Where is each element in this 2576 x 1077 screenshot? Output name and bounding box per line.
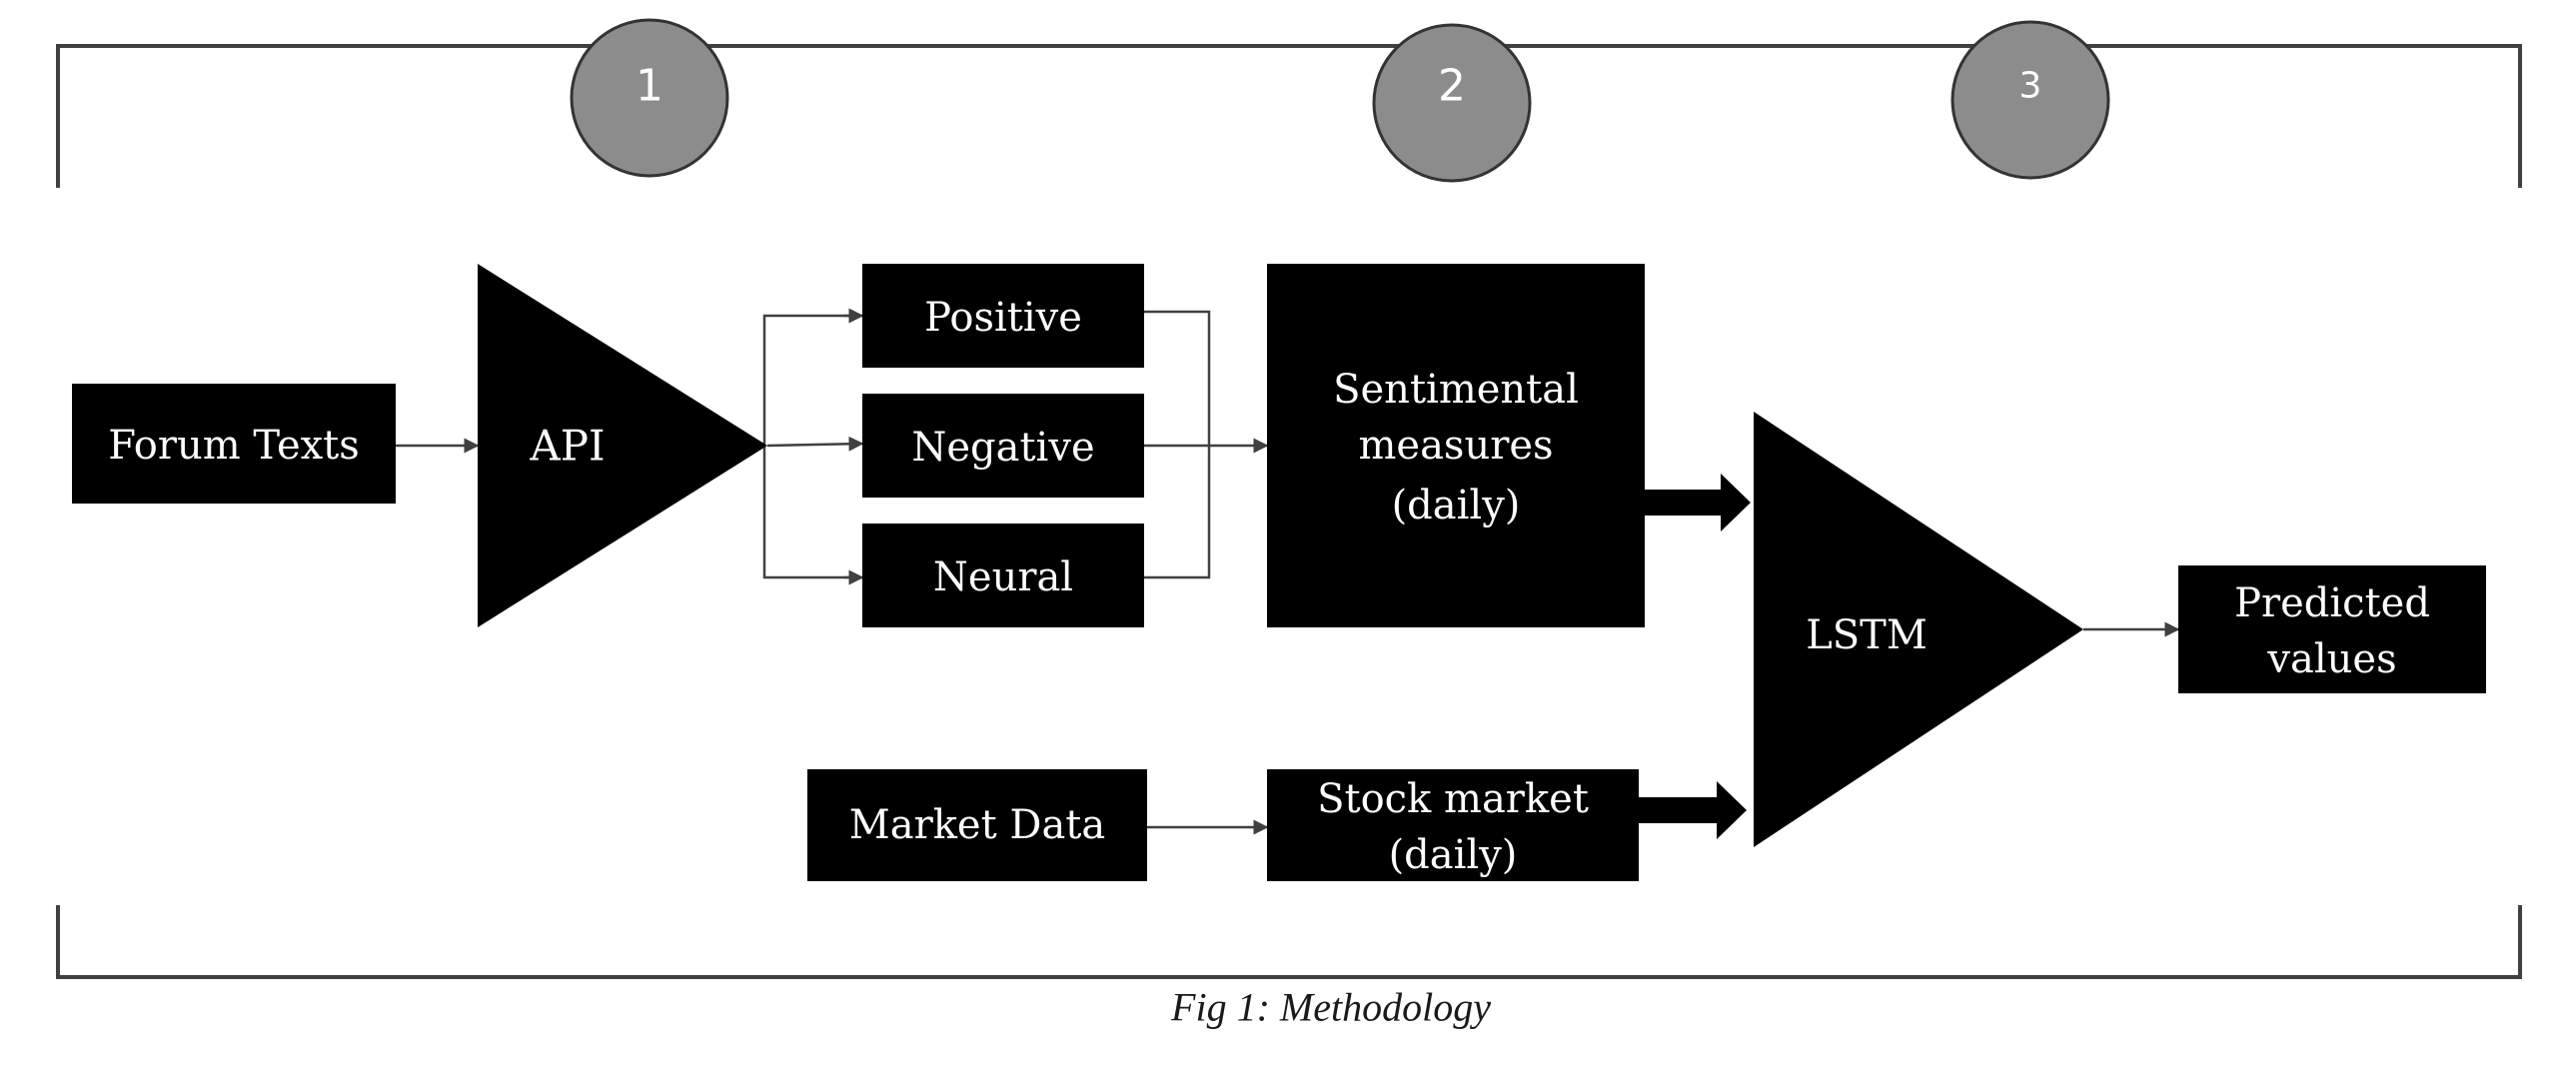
node-box [1267,264,1645,627]
node-label-line-2: measures [1358,423,1553,469]
step-label: 1 [636,61,663,112]
node-stock-market: Stock market (daily) [1267,769,1639,881]
node-box [72,384,396,504]
node-sentimental-measures: Sentimental measures (daily) [1267,264,1645,627]
node-triangle [478,264,767,627]
node-box [862,394,1144,498]
api-fanout-stem [766,436,864,452]
step-circle-shape [570,18,729,178]
node-box [862,524,1144,627]
node-triangle [1754,412,2083,847]
node-neural: Neural [862,524,1144,627]
node-box [807,769,1147,881]
node-box [2178,565,2486,693]
step-circle-3: 3 [1950,20,2110,180]
node-api: API [478,264,767,627]
node-lstm: LSTM [1754,412,2083,847]
node-label-line-1: Stock market [1317,776,1589,822]
node-box [862,264,1144,368]
step-label: 2 [1438,61,1466,112]
node-label-line-3: (daily) [1392,483,1521,529]
node-forum-texts: Forum Texts [72,384,396,504]
node-market-data: Market Data [807,769,1147,881]
node-box [1267,769,1639,881]
step-circle-shape [1372,23,1532,183]
node-negative: Negative [862,394,1144,498]
frame-top-bracket [56,44,2522,188]
node-label-line-1: Predicted [2234,580,2430,626]
node-label-line-1: Sentimental [1333,367,1579,413]
node-label: Forum Texts [108,423,360,469]
node-label: Positive [924,295,1082,341]
node-label-line-2: values [2266,636,2396,682]
node-label: Neural [933,554,1073,600]
figure-caption: Fig 1: Methodology [1170,985,1491,1030]
step-circle-shape [1950,20,2110,180]
node-label: Market Data [849,802,1105,848]
thick-arrow-stock-to-lstm [1639,781,1747,839]
node-label-line-2: (daily) [1389,832,1518,878]
node-label: API [529,422,605,471]
frame-bottom-bracket [56,905,2522,979]
node-label: LSTM [1806,612,1928,658]
step-circle-2: 2 [1372,23,1532,183]
node-label: Negative [911,425,1094,471]
step-label: 3 [2019,66,2042,107]
thick-arrow-sentimental-to-lstm [1645,474,1751,532]
node-positive: Positive [862,264,1144,368]
node-predicted-values: Predicted values [2178,565,2486,693]
step-circle-1: 1 [570,18,729,178]
